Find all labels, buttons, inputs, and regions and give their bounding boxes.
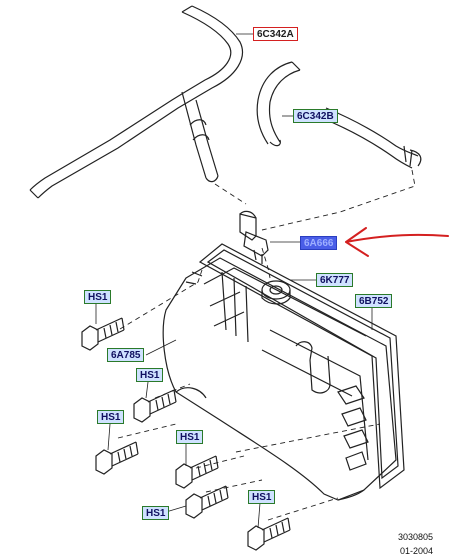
bolt-4-drawing: [175, 455, 219, 489]
callout-6c342b[interactable]: 6C342B: [293, 109, 338, 123]
red-arrow-annotation: [345, 227, 449, 257]
bolt-5-drawing: [185, 485, 229, 519]
callout-hs1-2[interactable]: HS1: [136, 368, 164, 382]
hose-6c342a-drawing: [29, 5, 244, 199]
callout-hs1-5[interactable]: HS1: [142, 506, 170, 520]
callout-6a666[interactable]: 6A666: [300, 236, 338, 250]
callout-6c342a[interactable]: 6C342A: [253, 27, 298, 41]
pcv-valve-drawing: [239, 210, 269, 264]
cam-cover-drawing: [162, 257, 397, 501]
callout-hs1-4[interactable]: HS1: [176, 430, 204, 444]
bolts-drawing: [81, 317, 291, 551]
callout-6a785[interactable]: 6A785: [107, 348, 145, 362]
bolt-1-drawing: [81, 317, 125, 351]
callout-hs1-3[interactable]: HS1: [97, 410, 125, 424]
callout-6k777[interactable]: 6K777: [316, 273, 354, 287]
bolt-2-drawing: [133, 389, 177, 423]
callout-hs1-6[interactable]: HS1: [248, 490, 276, 504]
routing-lines: [117, 169, 416, 521]
bolt-6-drawing: [247, 517, 291, 551]
bolt-3-drawing: [95, 441, 139, 475]
diagram-date: 01-2004: [400, 546, 434, 556]
diagram-code: 3030805: [398, 532, 434, 542]
callout-hs1-1[interactable]: HS1: [84, 290, 112, 304]
callout-6b752[interactable]: 6B752: [355, 294, 393, 308]
hose-6c342b-drawing: [256, 61, 422, 169]
gasket-drawing: [198, 243, 405, 490]
